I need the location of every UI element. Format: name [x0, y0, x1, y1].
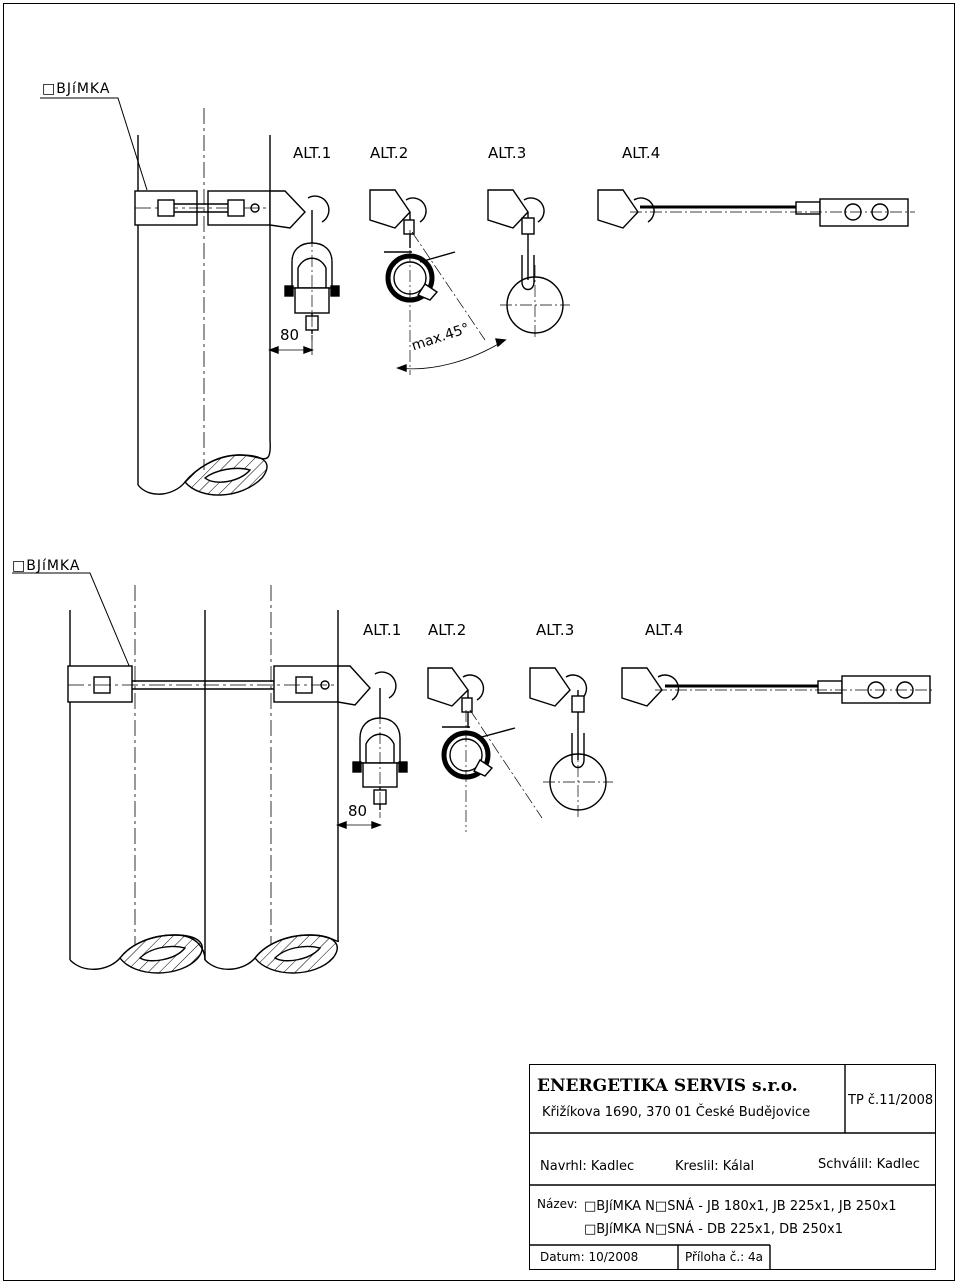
- page-border: [3, 3, 955, 1281]
- top-alt4-label: ALT.4: [622, 144, 661, 162]
- bottom-alt1-label: ALT.1: [363, 621, 402, 639]
- bottom-alt3-label: ALT.3: [536, 621, 575, 639]
- bottom-callout-label: □BJíMKA: [12, 558, 81, 574]
- top-dimension-label: 80: [280, 326, 300, 344]
- bottom-assembly: [12, 572, 935, 974]
- bottom-callout-leader: [12, 572, 131, 669]
- name-label: Název:: [537, 1197, 578, 1211]
- top-angle-arc: [397, 339, 506, 370]
- bottom-alt2-label: ALT.2: [428, 621, 467, 639]
- approved-by: Schválil: Kadlec: [818, 1157, 920, 1172]
- company-address: Křižíkova 1690, 370 01 České Budějovice: [542, 1105, 811, 1120]
- title-block: [529, 1064, 936, 1270]
- date: Datum: 10/2008: [540, 1250, 639, 1264]
- attachment-number: Příloha č.: 4a: [685, 1250, 763, 1264]
- document-number: TP č.11/2008: [848, 1093, 934, 1108]
- designed-by: Navrhl: Kadlec: [540, 1159, 635, 1174]
- company-name: ENERGETIKA SERVIS s.r.o.: [537, 1076, 798, 1096]
- drawn-by: Kreslil: Kálal: [675, 1159, 755, 1174]
- bottom-alt4-label: ALT.4: [645, 621, 684, 639]
- top-callout-leader: [40, 97, 148, 191]
- title-block-lines: [530, 1065, 936, 1270]
- top-alt1-label: ALT.1: [293, 144, 332, 162]
- name-line-2: □BJíMKA N□SNÁ - DB 225x1, DB 250x1: [584, 1222, 843, 1237]
- top-alt3-label: ALT.3: [488, 144, 527, 162]
- top-assembly: [40, 97, 915, 496]
- name-line-1: □BJíMKA N□SNÁ - JB 180x1, JB 225x1, JB 2…: [584, 1199, 897, 1214]
- top-callout-label: □BJíMKA: [42, 81, 111, 97]
- bottom-dimension-label: 80: [348, 802, 368, 820]
- top-alt2-label: ALT.2: [370, 144, 409, 162]
